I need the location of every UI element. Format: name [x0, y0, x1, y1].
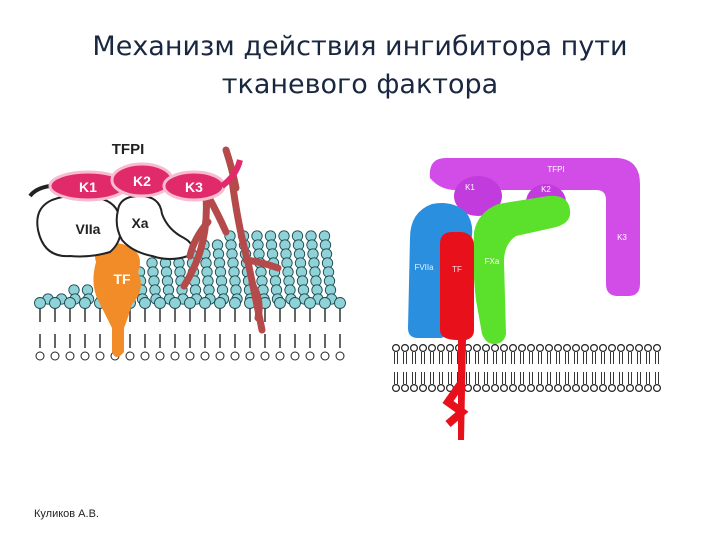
slide-title: Механизм действия ингибитора пути тканев… — [60, 28, 660, 104]
left-k2-label: K2 — [133, 173, 151, 189]
title-line-2: тканевого фактора — [221, 69, 499, 100]
left-k3-label: K3 — [185, 179, 203, 195]
right-diagram: TFPI K1 K2 K3 FVIIa FXa TF — [392, 158, 661, 440]
title-line-1: Механизм действия ингибитора пути — [92, 31, 628, 62]
right-k2-label: K2 — [541, 185, 551, 194]
left-viia-protein: VIIa — [36, 194, 122, 258]
left-xa-label: Xa — [131, 215, 148, 231]
right-membrane — [392, 344, 661, 393]
left-tf-protein: TF — [93, 243, 141, 357]
right-k1-label: K1 — [465, 183, 475, 192]
right-tf-protein: TF — [440, 232, 474, 440]
right-fxa-protein: FXa — [473, 195, 571, 344]
left-tfpi-tail — [180, 146, 282, 334]
left-tfpi-kringles: K1 K2 K3 TFPI — [28, 141, 243, 202]
right-fviia-label: FVIIa — [414, 263, 434, 272]
right-k3-label: K3 — [617, 233, 627, 242]
author-credit: Куликов А.В. — [34, 508, 99, 520]
right-fxa-label: FXa — [485, 257, 500, 266]
left-tfpi-label: TFPI — [112, 141, 145, 158]
left-diagram: TF VIIa Xa K1 — [28, 141, 346, 361]
left-viia-label: VIIa — [76, 221, 101, 237]
right-tf-label: TF — [452, 265, 462, 274]
left-membrane-tails — [39, 308, 341, 348]
right-tfpi-label: TFPI — [547, 165, 564, 174]
left-tf-label: TF — [113, 271, 131, 287]
left-k1-label: K1 — [79, 179, 97, 195]
